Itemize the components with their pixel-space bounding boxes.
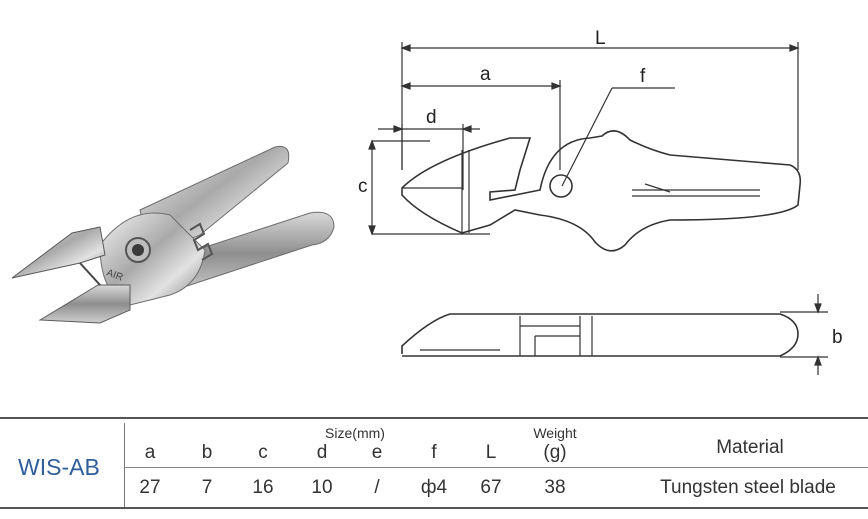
col-header-L: L [485,442,497,463]
value-L: 67 [480,477,502,498]
col-header-f: f [431,442,437,463]
dim-label-L: L [595,28,606,49]
technical-dimension-drawing: L a f d c b [358,28,843,375]
col-header-d: d [316,442,328,463]
product-photo-air-nipper-blade: AIR [11,145,335,324]
table-row-separator [124,467,868,468]
col-header-c: c [258,442,268,463]
value-weight: 38 [544,477,566,498]
table-top-rule [0,417,868,419]
value-f: ф4 [420,477,448,498]
weight-header: Weight [533,425,577,441]
dim-label-f: f [640,66,646,87]
value-a: 27 [139,477,161,498]
specification-table: WIS-AB Size(mm) Weight a b c d e f L (g)… [0,417,868,509]
value-c: 16 [252,477,274,498]
model-name: WIS-AB [18,454,100,480]
dim-label-c: c [358,176,368,197]
col-header-a: a [144,442,156,463]
dim-label-b: b [832,327,843,348]
value-material: Tungsten steel blade [660,477,836,498]
size-group-header: Size(mm) [325,425,385,441]
value-b: 7 [201,477,213,498]
table-column-separator [124,423,125,507]
col-header-weight-unit: (g) [543,442,567,463]
value-d: 10 [311,477,333,498]
engraved-logo: AIR [105,267,124,283]
value-e: / [374,477,380,498]
dim-label-a: a [480,64,491,85]
col-header-e: e [371,442,383,463]
col-header-b: b [201,442,213,463]
col-header-material: Material [716,437,784,458]
dim-label-d: d [426,107,437,128]
table-bottom-rule [0,507,868,509]
